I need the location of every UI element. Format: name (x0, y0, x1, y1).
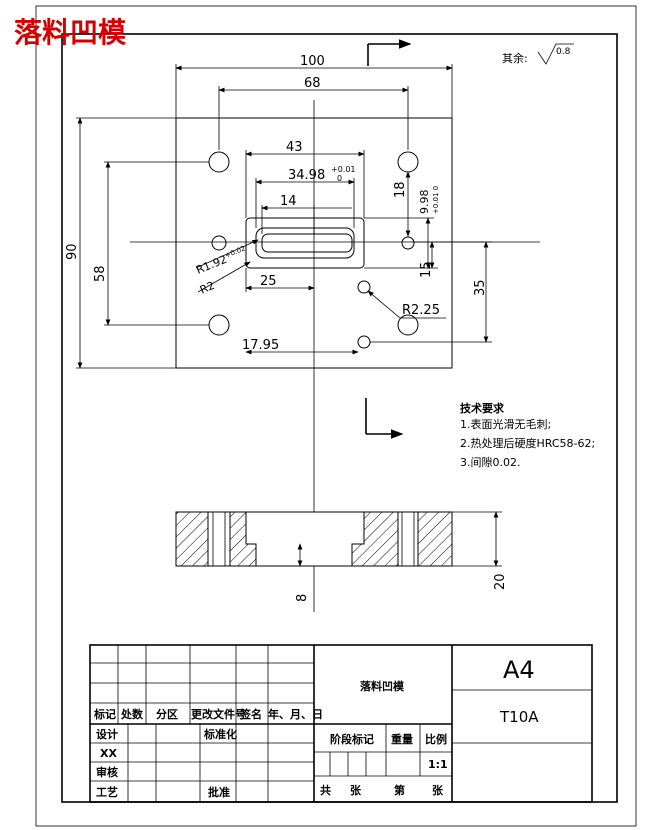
screw-hole-bottom-left (208, 314, 230, 336)
outer-frame (35, 5, 637, 827)
tb-header-zone: 分区 (156, 707, 178, 721)
screw-hole-top-right (397, 151, 419, 173)
tb-ratio: 比例 (425, 732, 447, 746)
radius-r2-25-label: R2.25 (402, 303, 440, 318)
dim-68 (218, 86, 409, 150)
tb-sheet-word: 张 (432, 783, 444, 797)
radius-r1-92-tol: +0.02 (224, 244, 247, 259)
dim-43 (245, 150, 365, 218)
dim-9-98 (364, 217, 434, 269)
tb-sheet-no: 第 (394, 783, 405, 797)
tb-header-count: 处数 (120, 707, 144, 721)
dim-25 (245, 268, 315, 292)
dim-43-label: 43 (286, 140, 303, 155)
small-hole-1 (357, 280, 371, 294)
tb-header-mark: 标记 (93, 707, 116, 721)
leader-r1-92 (195, 239, 259, 269)
note-3: 3.间隙0.02. (460, 455, 520, 469)
dim-15 (364, 241, 438, 269)
small-hole-2 (357, 335, 371, 349)
dim-25-label: 25 (260, 274, 277, 289)
radius-r1-92-label: R1.92 (194, 253, 229, 277)
dim-100-label: 100 (300, 54, 325, 69)
dim-14-label: 14 (280, 194, 297, 209)
dim-20-label: 20 (493, 573, 508, 590)
tb-stage-mark: 阶段标记 (330, 732, 374, 746)
section-view (175, 511, 453, 567)
pin-hole-left (211, 235, 227, 251)
dim-58 (104, 161, 209, 326)
leader-r2-25 (367, 290, 446, 319)
tb-design: 设计 (96, 727, 118, 741)
roughness-label: 其余: (502, 51, 528, 65)
tb-scale: 1:1 (428, 758, 448, 771)
tb-standardize: 标准化 (203, 727, 237, 741)
dim-90 (76, 117, 176, 369)
dim-17-95-label: 17.95 (242, 338, 279, 353)
tb-process: 工艺 (96, 785, 118, 799)
dim-20 (452, 511, 502, 567)
dim-34-98-tol-zero: 0 (337, 174, 342, 183)
dim-34-98 (255, 178, 355, 228)
dim-35-label: 35 (473, 279, 488, 296)
tb-header-signature: 签名 (239, 707, 262, 721)
section-mark-top (367, 39, 412, 66)
dim-15-label: 15 (419, 261, 434, 278)
tb-part-name: 落料凹模 (360, 679, 405, 693)
section-mark-bottom (365, 398, 404, 439)
tb-total: 共 (320, 783, 331, 797)
tb-review: 审核 (96, 765, 118, 779)
dim-8-label: 8 (295, 594, 310, 602)
dim-58-label: 58 (93, 265, 108, 282)
tb-xx: XX (100, 747, 117, 760)
tb-approve: 批准 (208, 785, 230, 799)
note-1: 1.表面光滑无毛刺; (460, 417, 551, 431)
dim-34-98-label: 34.98 (288, 168, 325, 183)
tb-header-date: 年、月、日 (268, 707, 323, 721)
dim-34-98-tol-plus: +0.01 (331, 165, 356, 174)
dim-18-label: 18 (393, 181, 408, 198)
dim-68-label: 68 (304, 76, 321, 91)
tb-sheets: 张 (350, 783, 362, 797)
leader-r2 (197, 261, 251, 293)
roughness-value: 0.8 (556, 47, 571, 57)
die-opening-outer (245, 217, 365, 269)
dim-14 (261, 205, 352, 234)
drawing-title: 落料凹模 (14, 16, 127, 49)
screw-hole-top-left (208, 151, 230, 173)
dim-90-label: 90 (65, 243, 80, 260)
note-2: 2.热处理后硬度HRC58-62; (460, 436, 595, 450)
die-opening-inner (255, 227, 355, 259)
screw-hole-bottom-right (397, 314, 419, 336)
tb-header-change-doc: 更改文件号 (191, 707, 246, 721)
roughness-symbol (537, 43, 574, 65)
dim-9-98-tol: +0.01 0 (432, 186, 440, 214)
radius-r2-label: R2 (198, 279, 217, 297)
tb-material: T10A (499, 708, 539, 726)
title-block-grid (89, 644, 593, 803)
dim-9-98-label: 9.98 (418, 190, 431, 215)
dim-35 (370, 241, 492, 343)
die-slot (261, 233, 353, 253)
pin-hole-right (401, 236, 415, 250)
tb-weight: 重量 (391, 732, 413, 746)
tb-format: A4 (503, 656, 535, 684)
notes-heading: 技术要求 (460, 401, 505, 415)
dim-100 (175, 64, 453, 118)
